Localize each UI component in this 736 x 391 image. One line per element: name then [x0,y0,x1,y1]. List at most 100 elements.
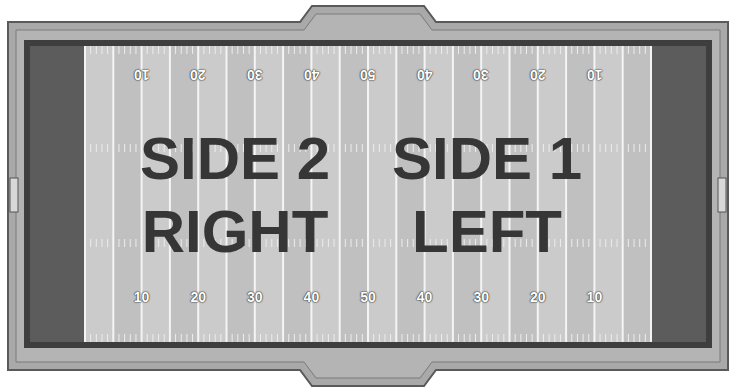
hash-mark [492,46,493,54]
hash-mark [605,46,606,54]
hash-mark [101,46,102,54]
hash-mark [430,334,431,342]
hash-mark [464,46,465,54]
hash-mark [249,46,250,54]
hash-mark [118,334,119,342]
hash-mark [152,46,153,54]
hash-mark [107,334,108,342]
hash-mark [147,46,148,54]
hash-mark [373,334,374,342]
hash-mark [300,46,301,54]
hash-mark [634,334,635,342]
side-label: SIDE 1 [392,129,582,189]
hash-mark [628,46,629,54]
hash-mark [520,46,521,54]
hash-mark [271,334,272,342]
hash-mark [158,46,159,54]
hash-mark [384,334,385,342]
hash-mark [152,334,153,342]
hash-mark [351,334,352,342]
hash-mark [583,46,584,54]
hash-mark [294,334,295,342]
hash-mark [401,334,402,342]
hash-mark [379,239,380,247]
hash-mark [639,144,640,152]
field-border [24,40,712,348]
hash-mark [334,46,335,54]
hash-mark [373,239,374,247]
hash-mark [475,334,476,342]
hash-mark [237,46,238,54]
hash-mark [328,46,329,54]
hash-mark [634,239,635,247]
hash-mark [90,239,91,247]
direction-label: LEFT [412,202,562,262]
hash-mark [645,334,646,342]
hash-mark [175,46,176,54]
yard-line [339,46,341,342]
hash-mark [147,334,148,342]
hash-mark [583,334,584,342]
hash-mark [294,46,295,54]
hash-mark [645,144,646,152]
yard-number: 30 [473,290,489,304]
hash-mark [334,239,335,247]
hash-mark [639,239,640,247]
yard-line [622,46,624,342]
hash-mark [526,334,527,342]
yard-number: 10 [134,290,150,304]
hash-mark [232,46,233,54]
hash-mark [486,46,487,54]
hash-mark [322,46,323,54]
hash-mark [305,334,306,342]
hash-mark [611,239,612,247]
hash-mark [413,334,414,342]
end-zone [30,46,85,342]
hash-mark [266,46,267,54]
yard-number: 50 [360,290,376,304]
hash-mark [617,239,618,247]
hash-mark [334,144,335,152]
hash-mark [458,46,459,54]
hash-mark [639,334,640,342]
hash-mark [390,46,391,54]
hash-mark [345,46,346,54]
hash-mark [203,46,204,54]
hash-mark [583,239,584,247]
hash-mark [322,334,323,342]
hash-mark [135,46,136,54]
hash-mark [101,239,102,247]
hash-mark [515,46,516,54]
hash-mark [101,334,102,342]
hash-mark [384,144,385,152]
hash-mark [260,46,261,54]
hash-mark [515,334,516,342]
hash-mark [90,144,91,152]
hash-mark [181,334,182,342]
hash-mark [384,239,385,247]
goal-post [10,178,18,212]
yard-line [650,46,652,342]
hash-mark [107,46,108,54]
yard-line [282,46,284,342]
yard-line [395,46,397,342]
hash-mark [379,144,380,152]
hash-mark [486,334,487,342]
hash-mark [192,334,193,342]
hash-mark [464,334,465,342]
hash-mark [469,334,470,342]
hash-mark [186,334,187,342]
hash-mark [611,144,612,152]
hash-mark [418,334,419,342]
hash-mark [571,46,572,54]
hash-mark [407,46,408,54]
field-stripe [85,46,113,342]
hash-mark [249,334,250,342]
hash-mark [362,46,363,54]
hash-mark [356,334,357,342]
end-zone [651,46,706,342]
hash-mark [96,144,97,152]
hash-mark [571,239,572,247]
hash-mark [628,334,629,342]
yard-number: 20 [530,290,546,304]
